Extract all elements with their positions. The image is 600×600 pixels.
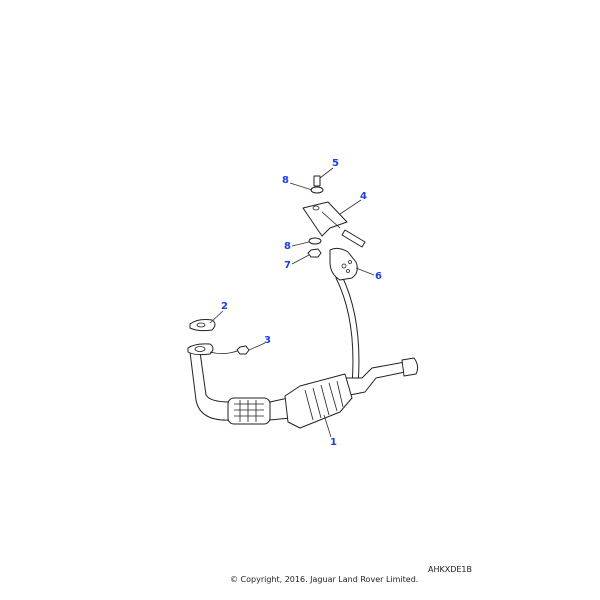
callout-3[interactable]: 3 [264, 335, 271, 346]
rear-pipe-end [401, 357, 419, 377]
nut-7 [307, 248, 322, 258]
nut-3 [236, 345, 250, 355]
callout-8-top[interactable]: 8 [282, 175, 289, 186]
bracket [302, 201, 348, 237]
hanger-strap [335, 275, 360, 386]
flex-section [227, 397, 271, 425]
washer-top [310, 186, 324, 194]
front-downpipe [189, 351, 233, 421]
gasket [189, 319, 216, 332]
illustration-code: AHKXDE1B [428, 565, 473, 574]
callout-1[interactable]: 1 [330, 437, 337, 448]
catalytic-converter [284, 373, 353, 429]
callout-7[interactable]: 7 [284, 260, 291, 271]
callout-8-lower[interactable]: 8 [284, 241, 291, 252]
callout-4[interactable]: 4 [360, 191, 367, 202]
bolt [313, 175, 321, 187]
front-flange [187, 343, 214, 356]
callout-5[interactable]: 5 [332, 158, 339, 169]
copyright-notice: © Copyright, 2016. Jaguar Land Rover Lim… [230, 575, 419, 584]
callout-2[interactable]: 2 [221, 301, 228, 312]
callout-6[interactable]: 6 [375, 271, 382, 282]
bracket-stud [341, 229, 366, 248]
washer-lower [308, 237, 322, 245]
